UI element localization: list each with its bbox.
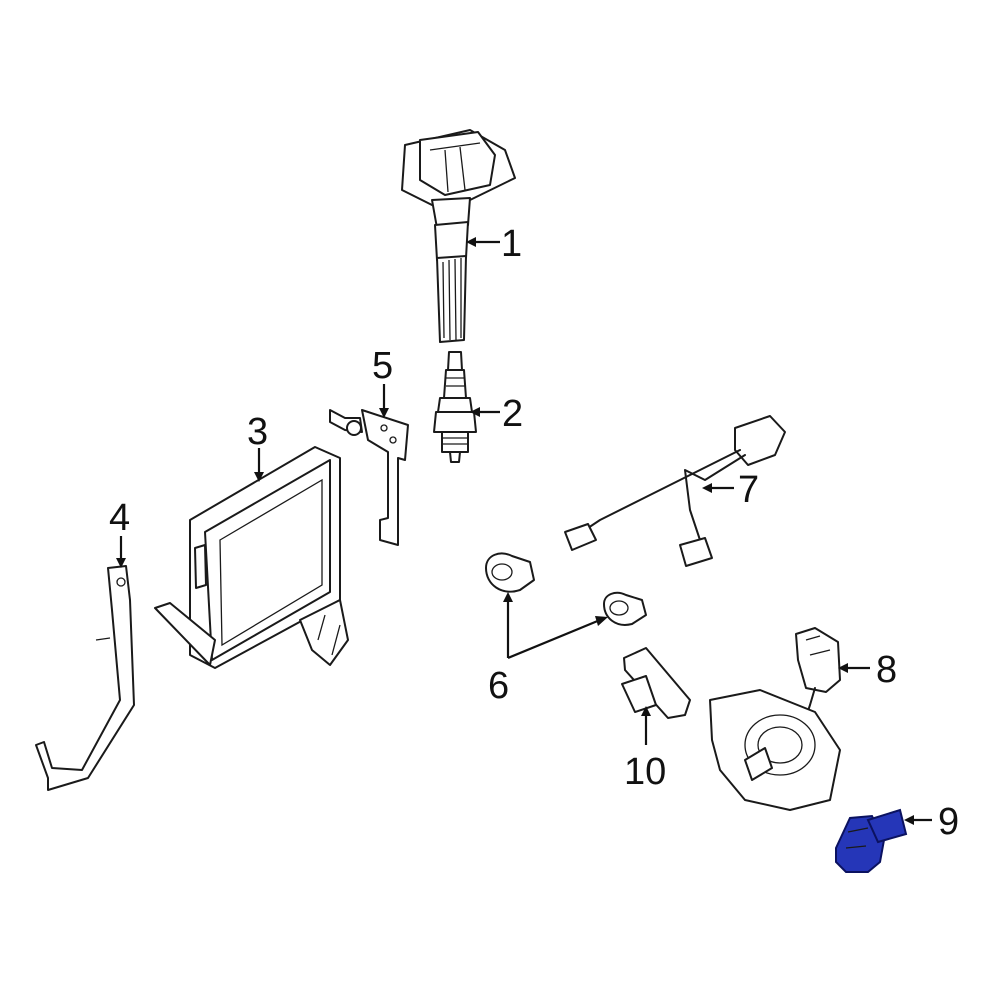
part-sensor-assembly[interactable]	[621, 647, 841, 811]
part-highlighted-sensor[interactable]	[835, 808, 908, 873]
callout-4: 4	[109, 497, 130, 539]
callout-1: 1	[501, 223, 522, 265]
callout-7: 7	[738, 469, 759, 511]
callout-numbers: 1 2 3 4 5 6 7 8 9 10	[109, 223, 959, 843]
callout-6: 6	[488, 665, 509, 707]
callout-9: 9	[938, 801, 959, 843]
callout-5: 5	[372, 345, 393, 387]
callout-2: 2	[502, 393, 523, 435]
callout-3: 3	[247, 411, 268, 453]
part-engine-control-module[interactable]	[154, 446, 349, 669]
callout-8: 8	[876, 649, 897, 691]
part-wiring-harness[interactable]	[564, 415, 786, 567]
part-knock-sensors[interactable]	[485, 552, 647, 626]
part-spark-plug[interactable]	[433, 351, 477, 463]
callout-leaders	[116, 237, 932, 825]
highlighted-sensor-shaft	[866, 808, 908, 844]
part-ignition-coil[interactable]	[401, 129, 516, 343]
part-mounting-bracket[interactable]	[329, 409, 409, 546]
callout-10: 10	[624, 751, 666, 793]
part-bracket[interactable]	[35, 565, 135, 791]
